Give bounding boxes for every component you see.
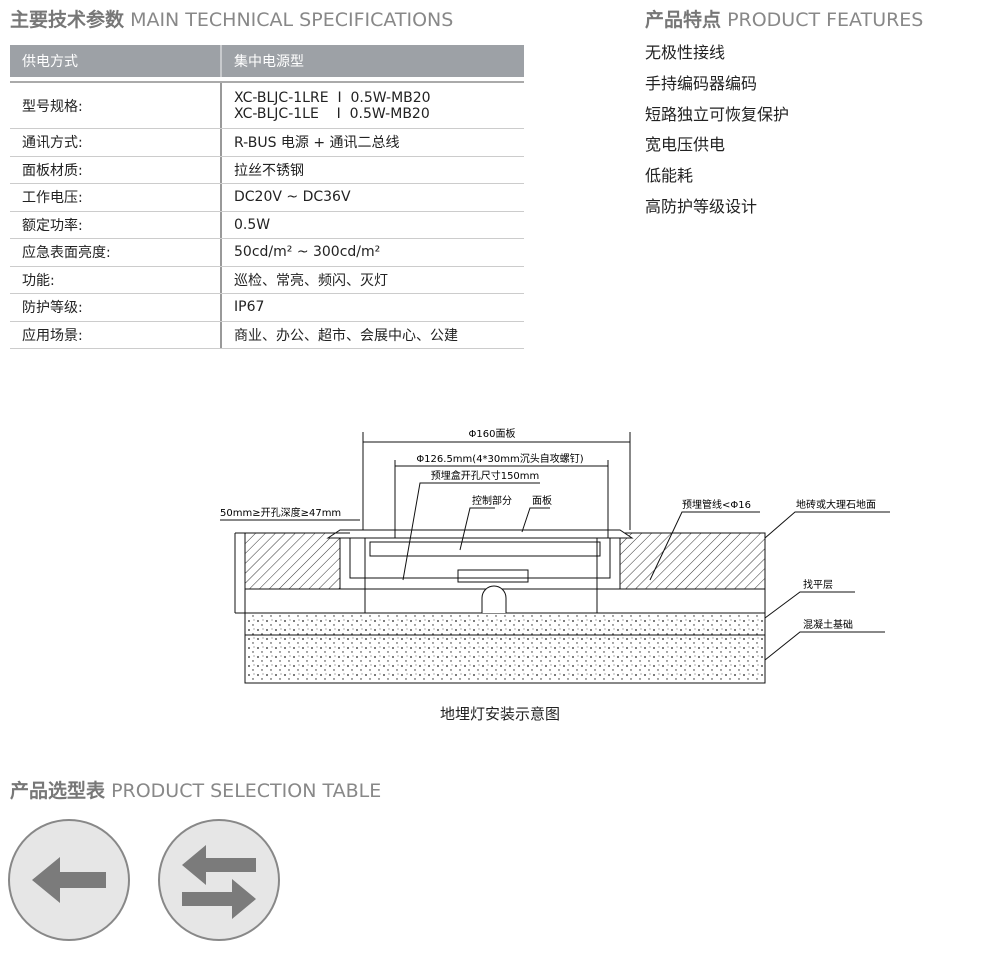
row-value: R-BUS 电源 + 通讯二总线 [220, 129, 524, 156]
row-value: DC20V ~ DC36V [220, 184, 524, 211]
row-key: 型号规格: [22, 98, 83, 115]
label-box: 预埋盒开孔尺寸150mm [431, 469, 540, 482]
row-value: 0.5W [220, 211, 524, 238]
feature-item: 低能耗 [645, 166, 694, 186]
feature-item: 高防护等级设计 [645, 196, 758, 216]
row-key: 面板材质: [22, 162, 83, 179]
row-value: 拉丝不锈钢 [220, 156, 524, 183]
diagram-caption: 地埋灯安装示意图 [440, 705, 561, 723]
arrow-bidirectional-icon [158, 819, 280, 941]
table-row: 防护等级: IP67 [10, 294, 524, 322]
table-row: 应用场景: 商业、办公、超市、会展中心、公建 [10, 321, 524, 349]
features-list: 无极性接线手持编码器编码短路独立可恢复保护宽电压供电低能耗高防护等级设计 [645, 42, 789, 227]
installation-diagram: Φ160面板 Φ126.5mm(4*30mm沉头自攻螺钉) 预埋盒开孔尺寸150… [220, 427, 890, 684]
table-row: 通讯方式: R-BUS 电源 + 通讯二总线 [10, 129, 524, 157]
table-row: 功能: 巡检、常亮、频闪、灭灯 [10, 266, 524, 294]
row-value: 商业、办公、超市、会展中心、公建 [220, 321, 524, 348]
feature-item: 无极性接线 [645, 43, 726, 62]
label-level: 找平层 [803, 578, 833, 591]
feature-item: 短路独立可恢复保护 [645, 104, 790, 124]
table-row: 应急表面亮度: 50cd/m² ~ 300cd/m² [10, 239, 524, 267]
label-depth: 50mm≥开孔深度≥47mm [220, 506, 341, 519]
arrow-left-icon [8, 819, 130, 941]
row-value: 50cd/m² ~ 300cd/m² [220, 239, 524, 266]
row-key: 通讯方式: [22, 135, 83, 152]
table-row: 工作电压: DC20V ~ DC36V [10, 184, 524, 212]
spec-header: 供电方式 集中电源型 [10, 45, 524, 77]
specs-title: 主要技术参数 MAIN TECHNICAL SPECIFICATIONS [10, 9, 454, 31]
label-floor: 地砖或大理石地面 [796, 498, 876, 511]
label-concrete: 混凝土基础 [803, 618, 853, 631]
label-panel-diameter: Φ160面板 [469, 427, 516, 440]
label-pipe: 预埋管线<Φ16 [682, 498, 751, 511]
features-title: 产品特点 PRODUCT FEATURES [645, 9, 924, 31]
model-2: XC-BLJC-1LE I 0.5W-MB20 [234, 105, 430, 122]
label-control: 控制部分 [472, 494, 512, 507]
row-key: 功能: [22, 272, 55, 289]
selection-title: 产品选型表 PRODUCT SELECTION TABLE [10, 780, 382, 802]
row-value: IP67 [220, 294, 524, 321]
table-row: 额定功率: 0.5W [10, 211, 524, 239]
model-1: XC-BLJC-1LRE I 0.5W-MB20 [234, 89, 431, 106]
row-key: 额定功率: [22, 217, 83, 234]
row-value: 巡检、常亮、频闪、灭灯 [220, 266, 524, 293]
row-key: 应用场景: [22, 327, 83, 344]
header-value: 集中电源型 [220, 45, 524, 77]
row-key: 防护等级: [22, 300, 83, 317]
label-screw: Φ126.5mm(4*30mm沉头自攻螺钉) [416, 452, 583, 465]
label-panel: 面板 [532, 494, 552, 507]
row-key: 应急表面亮度: [22, 245, 111, 262]
feature-item: 宽电压供电 [645, 135, 726, 155]
table-row: 面板材质: 拉丝不锈钢 [10, 156, 524, 184]
feature-item: 手持编码器编码 [645, 73, 758, 93]
header-key: 供电方式 [22, 54, 78, 70]
row-key: 工作电压: [22, 190, 83, 207]
